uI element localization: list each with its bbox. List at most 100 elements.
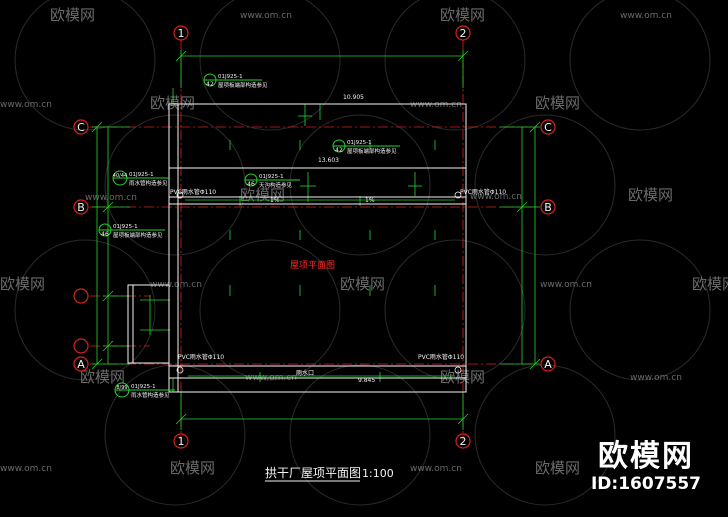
slope-label: 1% [270,197,280,204]
watermark-brand: 欧模网 [440,368,485,386]
svg-text:01J925-1: 01J925-1 [218,74,243,80]
watermark-site: www.om.cn [0,100,52,110]
detail-callout: 8/99 01J925-1 雨水管构造参见 [114,382,175,399]
drain-pipe-icon [454,366,462,374]
watermark-id: ID:1607557 [590,474,702,494]
slope-label: 1% [365,197,375,204]
detail-callout: 42 01J925-1 屋项板端部构造参见 [203,73,268,89]
watermark-brand: 欧模网 [535,94,580,112]
watermark-site: www.om.cn [620,11,672,21]
pipe-note: PVC雨水管Φ110 [178,353,224,361]
watermark-circles [14,0,711,506]
svg-text:01J925-1: 01J925-1 [113,224,138,230]
svg-text:46: 46 [247,181,255,188]
axis-bubble-2-top: 2 [455,25,471,41]
axis-number: 1 [178,27,185,40]
annex-outline [127,284,170,364]
svg-text:42: 42 [335,147,343,154]
svg-text:屋项板端部构造参见: 屋项板端部构造参见 [347,147,397,155]
axis-lines [90,40,540,440]
plan-center-label: 屋项平面图 [290,260,335,271]
watermark-site: www.om.cn [85,193,137,203]
detail-callout: 40/44 01J925-1 雨水管构造参见 [112,170,170,187]
drawing-title-block: 拱干厂屋项平面图 1:100 [265,466,394,482]
watermark-logo-name: 欧模网 [598,439,694,474]
svg-text:8/99: 8/99 [116,385,127,391]
svg-text:46: 46 [101,231,109,238]
svg-text:屋项板端部构造参见: 屋项板端部构造参见 [218,81,268,89]
axis-bubble-sub-1 [73,288,89,304]
detail-callouts: 42 01J925-1 屋项板端部构造参见 42 01J925-1 屋项板端部构… [98,73,400,399]
watermark-brand: 欧模网 [170,459,215,477]
svg-text:01J925-1: 01J925-1 [129,172,154,178]
watermark-site: www.om.cn [0,464,52,474]
pipe-note: PVC雨水管Φ110 [418,353,464,361]
watermark-brand: 欧模网 [440,6,485,24]
watermark-site: www.om.cn [540,280,592,290]
drain-pipes [176,191,462,374]
drain-pipe-icon [454,191,462,199]
svg-text:雨水管构造参见: 雨水管构造参见 [131,391,170,399]
pipe-note: PVC雨水管Φ110 [460,188,506,196]
svg-text:01J925-1: 01J925-1 [259,174,284,180]
watermark-site: www.om.cn [150,280,202,290]
axis-letter: C [544,121,552,134]
axis-bubble-1-bottom: 1 [173,433,189,449]
watermark-brand: 欧模网 [628,186,673,204]
pipe-note: PVC雨水管Φ110 [170,188,216,196]
watermark-site: www.om.cn [470,192,522,202]
svg-text:雨水管构造参见: 雨水管构造参见 [129,179,168,187]
axis-number: 2 [460,27,467,40]
axis-bubble-c-right: C [540,119,556,135]
watermark-brand: 欧模网 [240,186,285,204]
detail-callout: 42 01J925-1 屋项板端部构造参见 [332,139,400,155]
watermark-site: www.om.cn [410,464,462,474]
dimension-mid-length: 13.603 [318,157,339,164]
svg-text:01J925-1: 01J925-1 [131,384,156,390]
watermark-brand: 欧模网 [535,459,580,477]
svg-text:40/44: 40/44 [113,173,127,179]
watermark-brand: 欧模网 [150,94,195,112]
watermark-brand: 欧模网 [80,368,125,386]
detail-callout: 46 01J925-1 天沟构造参见 [244,173,300,189]
svg-text:屋项板端部构造参见: 屋项板端部构造参见 [113,231,163,239]
axis-bubble-b-right: B [540,199,556,215]
axis-letter: A [544,358,552,371]
axis-bubble-sub-2 [73,338,89,354]
svg-text:01J925-1: 01J925-1 [347,140,372,146]
drain-pipe-icon [176,191,184,199]
watermark-brand: 欧模网 [340,275,385,293]
drawing-scale: 1:100 [362,467,394,480]
axis-number: 1 [178,435,185,448]
axis-bubble-b-left: B [73,199,89,215]
watermark-brand: 欧模网 [0,275,45,293]
watermark-site: www.om.cn [630,373,682,383]
axis-bubble-1-top: 1 [173,25,189,41]
dimension-top-length: 10.905 [343,94,364,101]
drawing-title: 拱干厂屋项平面图 [265,466,361,480]
watermark-brand: 欧模网 [50,6,95,24]
axis-bubble-a-left: A [73,356,89,372]
axis-bubble-2-bottom: 2 [455,433,471,449]
axis-number: 2 [460,435,467,448]
axis-bubbles: 1 2 1 2 C B A [73,25,556,449]
building-outline [127,103,467,393]
detail-callout: 46 01J925-1 屋项板端部构造参见 [98,223,165,239]
axis-bubble-c-left: C [73,119,89,135]
axis-letter: B [544,201,552,214]
drain-pipe-icon [176,366,184,374]
axis-letter: C [77,121,85,134]
gutter-note: 雨水口 [296,369,314,377]
dimension-bottom-length: 9.845 [358,377,375,384]
dimension-lines [91,50,541,430]
watermark-site: www.om.cn [240,11,292,21]
watermark-site: www.om.cn [410,100,462,110]
svg-text:42: 42 [206,81,214,88]
axis-letter: B [77,201,85,214]
axis-bubble-a-right: A [540,356,556,372]
axis-letter: A [77,358,85,371]
watermark-brand: 欧模网 [692,275,728,293]
watermark-logo: 欧模网 ID:1607557 [586,439,706,495]
